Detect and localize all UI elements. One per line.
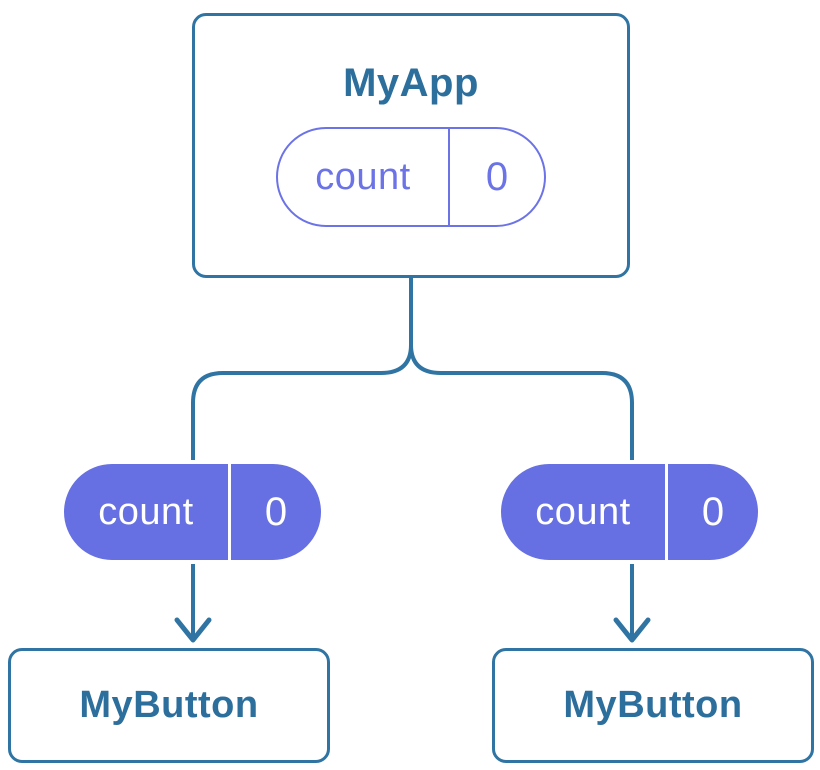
mybutton-left-state-pill: count 0: [60, 460, 325, 564]
mybutton-left-title: MyButton: [79, 684, 259, 726]
connector-right-branch: [409, 344, 634, 637]
connector-left-branch: [191, 276, 413, 637]
mybutton-left-card: MyButton: [8, 648, 330, 763]
state-name-cell: count: [64, 464, 228, 560]
mybutton-right-title: MyButton: [563, 684, 743, 726]
myapp-card: MyApp count 0: [192, 13, 630, 278]
state-value: 0: [701, 489, 725, 534]
state-name-cell: count: [501, 464, 665, 560]
mybutton-right-card: MyButton: [492, 648, 814, 763]
mybutton-right-state-pill: count 0: [497, 460, 762, 564]
myapp-title: MyApp: [343, 61, 479, 105]
state-value-cell: 0: [448, 129, 544, 225]
state-value-cell: 0: [665, 464, 758, 560]
arrowhead-right-icon: [613, 617, 651, 643]
state-name: count: [315, 155, 411, 198]
myapp-state-pill: count 0: [276, 127, 546, 227]
state-value-cell: 0: [228, 464, 321, 560]
state-name: count: [98, 490, 194, 533]
state-name-cell: count: [278, 129, 448, 225]
state-value: 0: [264, 489, 288, 534]
arrowhead-left-icon: [174, 617, 212, 643]
state-value: 0: [485, 154, 509, 199]
state-name: count: [535, 490, 631, 533]
